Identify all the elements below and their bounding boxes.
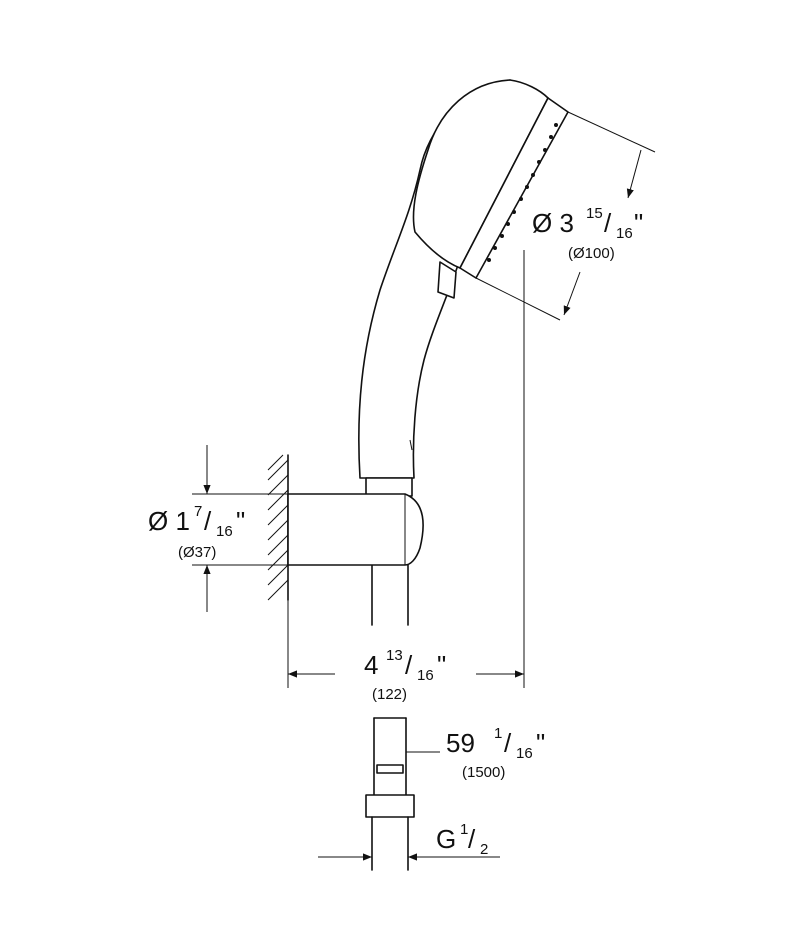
shower-head [412,79,569,299]
svg-text:/: / [504,728,512,758]
svg-text:1: 1 [494,725,502,742]
spray-nozzles [487,123,558,262]
svg-text:59: 59 [446,728,475,758]
hose-lower [365,717,415,871]
svg-text:(Ø100): (Ø100) [568,245,615,262]
dim-projection [287,250,525,688]
svg-text:15: 15 [586,205,603,222]
svg-text:G: G [436,824,456,854]
svg-text:/: / [604,208,612,238]
svg-text:": " [236,506,245,536]
label-hose-length: 59 1 / 16 " (1500) [446,725,545,781]
svg-text:": " [437,650,446,680]
dim-head-diameter [475,111,656,321]
label-head-diameter: Ø 3 15 / 16 " (Ø100) [532,205,643,262]
wall [267,454,289,601]
svg-text:16: 16 [616,225,633,242]
svg-text:(1500): (1500) [462,764,505,781]
svg-text:4: 4 [364,650,378,680]
svg-text:/: / [405,650,413,680]
label-connection: G 1 / 2 [436,821,488,858]
svg-text:": " [634,208,643,238]
label-holder-diameter: Ø 1 7 / 16 " (Ø37) [148,503,245,561]
label-projection: 4 13 / 16 " (122) [364,647,446,703]
svg-text:1: 1 [460,821,468,838]
svg-text:Ø 1: Ø 1 [148,506,190,536]
svg-text:": " [536,728,545,758]
svg-text:/: / [204,506,212,536]
hose-upper [371,561,409,626]
svg-text:16: 16 [516,745,533,762]
svg-text:/: / [468,824,476,854]
svg-text:16: 16 [417,667,434,684]
svg-text:(Ø37): (Ø37) [178,544,216,561]
svg-text:16: 16 [216,523,233,540]
dim-holder-diameter [192,445,288,612]
svg-text:13: 13 [386,647,403,664]
svg-text:2: 2 [480,841,488,858]
svg-text:7: 7 [194,503,202,520]
svg-text:(122): (122) [372,686,407,703]
svg-text:Ø 3: Ø 3 [532,208,574,238]
wall-holder [287,477,424,566]
